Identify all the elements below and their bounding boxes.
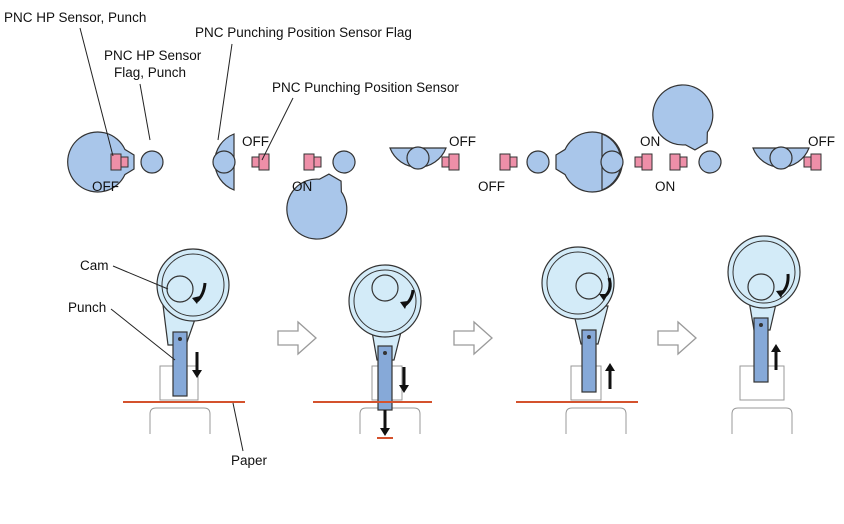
punch-label: Punch — [68, 300, 106, 315]
punch-leader — [110, 308, 176, 361]
cam-leader — [112, 265, 169, 290]
process-stage-3 — [516, 246, 638, 434]
state-2-position-pair — [389, 146, 460, 171]
state-2-hp-pair — [275, 136, 377, 251]
process-arrow-3 — [657, 321, 697, 355]
position-sensor-leader — [261, 97, 294, 161]
hp-flag-leader — [139, 83, 151, 141]
position-flag-leader — [217, 43, 233, 141]
position-flag-label: PNC Punching Position Sensor Flag — [195, 25, 412, 40]
state-2-hp-label: ON — [292, 179, 312, 194]
process-stage-1 — [123, 248, 245, 434]
state-3-position-label: ON — [640, 134, 660, 149]
state-4-position-label: OFF — [808, 134, 835, 149]
position-sensor-label: PNC Punching Position Sensor — [272, 80, 459, 95]
hp-flag-label-line1: PNC HP Sensor — [104, 48, 202, 63]
state-2-position-label: OFF — [449, 134, 476, 149]
hp-flag-label-line2: Flag, Punch — [114, 65, 186, 80]
process-arrow-2 — [453, 321, 493, 355]
cam-label: Cam — [80, 258, 109, 273]
process-stage-4 — [727, 235, 801, 434]
state-1-hp-label: OFF — [92, 179, 119, 194]
state-4-hp-label: ON — [655, 179, 675, 194]
process-stage-2 — [313, 264, 432, 439]
hp-sensor-label: PNC HP Sensor, Punch — [4, 10, 146, 25]
state-4-position-pair — [752, 146, 822, 171]
state-3-hp-label: OFF — [478, 179, 505, 194]
state-4-hp-pair — [641, 73, 743, 188]
paper-leader — [232, 402, 244, 452]
hp-sensor-leader — [79, 27, 114, 157]
state-1-position-label: OFF — [242, 134, 269, 149]
paper-label: Paper — [231, 453, 268, 468]
process-arrow-1 — [277, 321, 317, 355]
